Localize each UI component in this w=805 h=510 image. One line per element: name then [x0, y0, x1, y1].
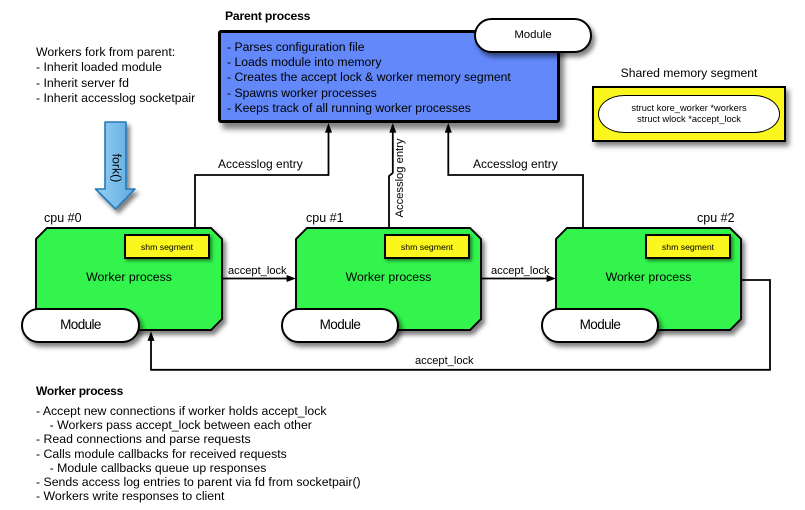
svg-text:fork(): fork() [109, 154, 123, 183]
